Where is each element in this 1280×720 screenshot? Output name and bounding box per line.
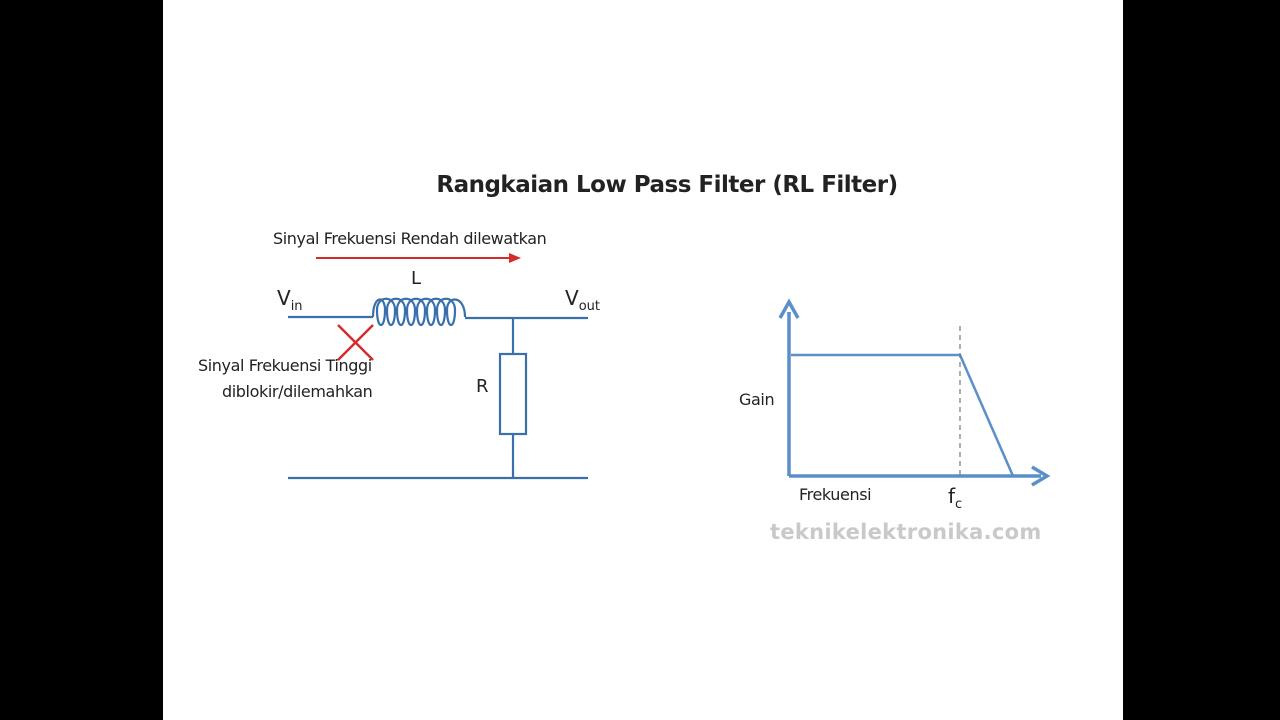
inductor-coil bbox=[371, 297, 467, 327]
vin-label: Vin bbox=[277, 286, 303, 314]
gain-axis-label: Gain bbox=[739, 390, 775, 409]
vout-label: Vout bbox=[565, 286, 600, 314]
y-axis-arrowhead bbox=[778, 298, 800, 319]
x-axis-arrowhead bbox=[1031, 465, 1051, 487]
inductor-label: L bbox=[411, 268, 421, 289]
block-x-icon bbox=[337, 324, 374, 361]
block-signal-label-line1: Sinyal Frekuensi Tinggi bbox=[198, 356, 372, 375]
response-curve bbox=[791, 353, 1015, 477]
slide: Rangkaian Low Pass Filter (RL Filter) Si… bbox=[163, 0, 1123, 720]
block-signal-label-line2: diblokir/dilemahkan bbox=[222, 382, 373, 401]
resistor-body bbox=[498, 352, 528, 436]
cutoff-frequency-label: fc bbox=[948, 484, 963, 512]
diagram-canvas bbox=[288, 253, 1051, 487]
circuit bbox=[288, 297, 588, 480]
resistor-label: R bbox=[476, 376, 489, 397]
page-title: Rangkaian Low Pass Filter (RL Filter) bbox=[436, 172, 898, 198]
gain-graph bbox=[778, 298, 1051, 487]
frequency-axis-label: Frekuensi bbox=[799, 485, 872, 504]
pass-signal-label: Sinyal Frekuensi Rendah dilewatkan bbox=[273, 229, 547, 248]
pass-arrow bbox=[316, 253, 521, 263]
watermark: teknikelektronika.com bbox=[770, 520, 1042, 544]
